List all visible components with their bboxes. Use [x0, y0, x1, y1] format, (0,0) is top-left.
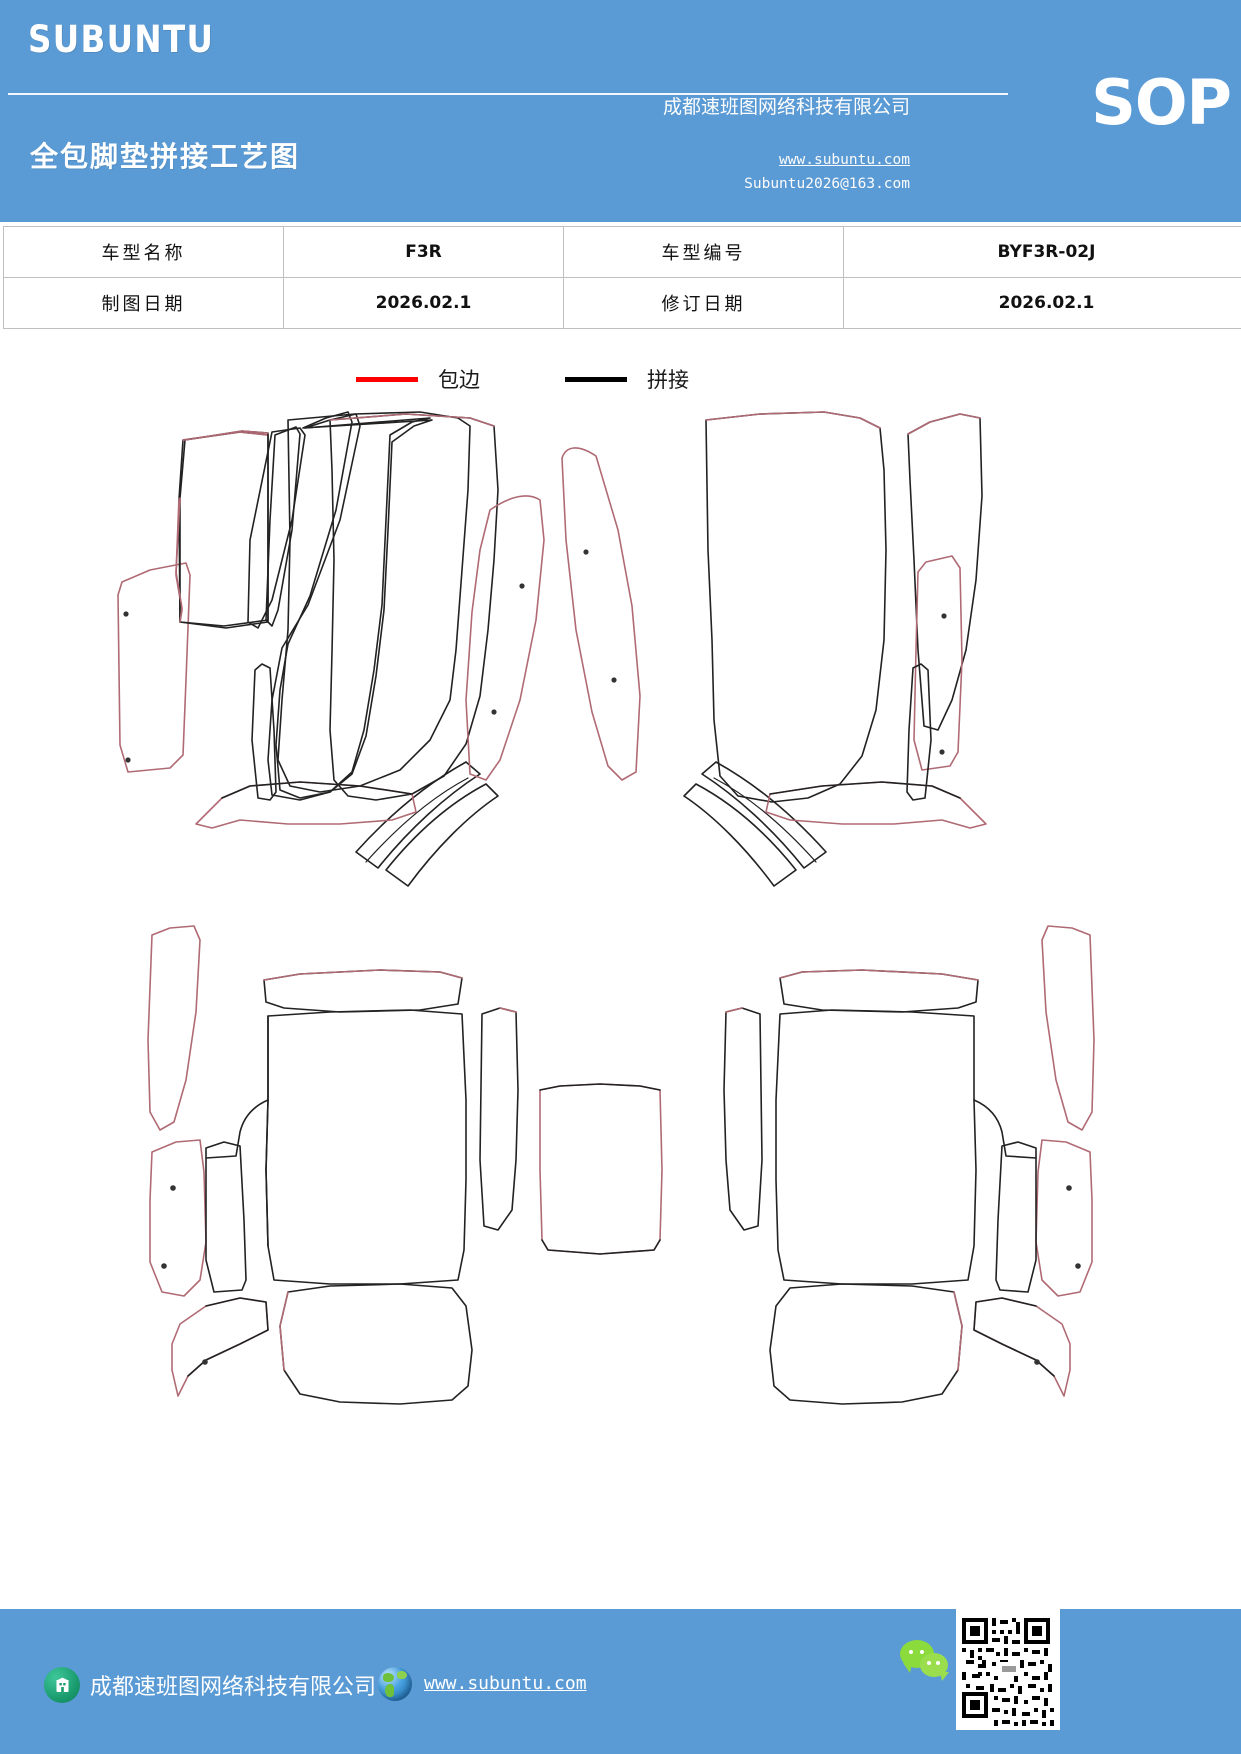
rear-right-mat-group	[723, 925, 1095, 1405]
value-model-code: BYF3R-02J	[843, 226, 1241, 278]
header-company-name: 成都速班图网络科技有限公司	[662, 96, 910, 118]
legend-swatch-red-line-icon	[356, 376, 418, 382]
legend: 包边 拼接	[0, 358, 1241, 398]
rear-center-tunnel-piece	[539, 1083, 663, 1255]
document-header: SUBUNTU 全包脚垫拼接工艺图 成都速班图网络科技有限公司 www.subu…	[0, 0, 1241, 222]
legend-label-binding: 包边	[438, 368, 480, 392]
table-row: 车型名称 F3R 车型编号 BYF3R-02J	[3, 226, 1241, 278]
front-left-side-panel	[465, 495, 545, 781]
mat-pattern-drawing	[0, 400, 1241, 1410]
globe-icon	[378, 1667, 412, 1701]
wechat-icon	[900, 1640, 956, 1684]
vehicle-info-table: 车型名称 F3R 车型编号 BYF3R-02J 制图日期 2026.02.1 修…	[3, 226, 1241, 329]
document-type-badge: SOP	[1091, 66, 1232, 139]
legend-item-binding: 包边	[356, 364, 480, 394]
legend-item-splice: 拼接	[565, 364, 689, 394]
header-email: Subuntu2026@163.com	[744, 176, 910, 192]
footer-company-block: 成都速班图网络科技有限公司	[44, 1667, 376, 1703]
building-icon	[44, 1667, 80, 1703]
brand-logo: SUBUNTU	[28, 18, 215, 61]
front-right-mat-group	[561, 411, 987, 887]
label-model-code: 车型编号	[563, 226, 844, 278]
value-model-name: F3R	[283, 226, 564, 278]
label-revision-date: 修订日期	[563, 277, 844, 329]
header-website-link[interactable]: www.subuntu.com	[779, 152, 910, 168]
front-left-mat-group	[117, 411, 499, 887]
value-revision-date: 2026.02.1	[843, 277, 1241, 329]
page-title: 全包脚垫拼接工艺图	[30, 140, 301, 173]
footer-website-link[interactable]: www.subuntu.com	[424, 1672, 587, 1694]
legend-label-splice: 拼接	[647, 368, 689, 392]
footer-company-name: 成都速班图网络科技有限公司	[90, 1675, 377, 1700]
header-divider	[8, 93, 1008, 95]
label-model-name: 车型名称	[3, 226, 284, 278]
rear-left-mat-group	[147, 925, 519, 1405]
table-row: 制图日期 2026.02.1 修订日期 2026.02.1	[3, 277, 1241, 329]
value-draw-date: 2026.02.1	[283, 277, 564, 329]
legend-swatch-black-line-icon	[565, 376, 627, 382]
label-draw-date: 制图日期	[3, 277, 284, 329]
footer-website-block[interactable]: www.subuntu.com	[378, 1667, 587, 1701]
qr-code	[956, 1608, 1060, 1730]
